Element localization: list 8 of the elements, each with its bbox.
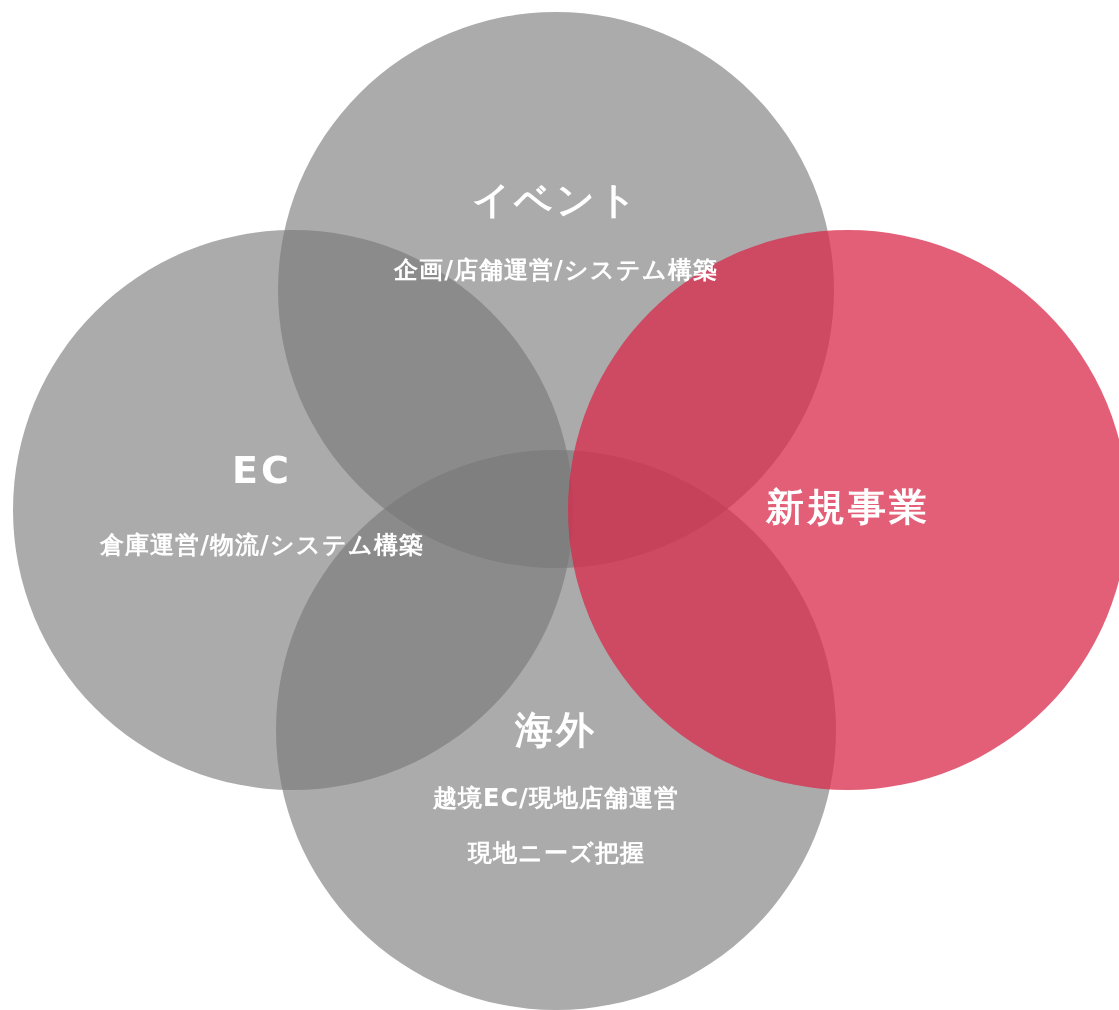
circle-description: 越境EC/現地店舗運営	[433, 783, 679, 814]
circle-description: 倉庫運営/物流/システム構築	[100, 530, 424, 561]
circle-description: 企画/店舗運営/システム構築	[394, 255, 718, 286]
circle-description: 現地ニーズ把握	[467, 838, 645, 869]
circle-heading: 海外	[515, 706, 597, 754]
circle-heading: EC	[232, 448, 292, 492]
circle-heading: イベント	[472, 176, 640, 224]
circle-heading: 新規事業	[766, 483, 930, 531]
